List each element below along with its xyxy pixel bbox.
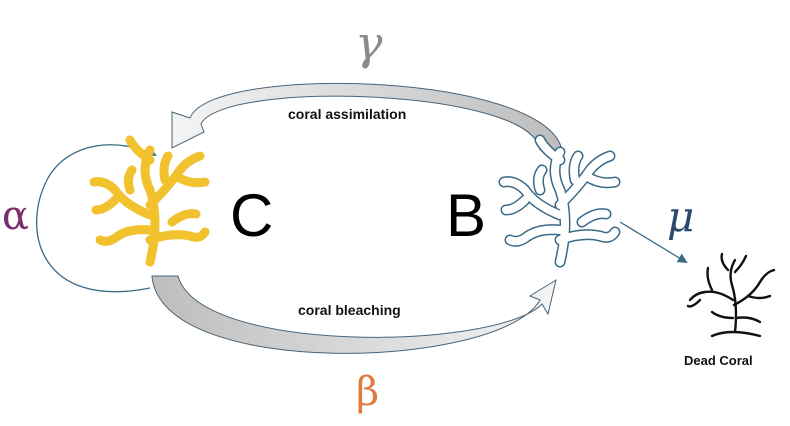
self-loop-arrow	[36, 144, 157, 293]
bleaching-arrow	[151, 275, 557, 354]
bleached-coral-icon	[498, 134, 621, 268]
assimilation-label: coral assimilation	[288, 106, 407, 122]
dead-coral-label: Dead Coral	[684, 353, 753, 368]
bleached-node-label: B	[446, 182, 487, 249]
gamma-rate-label: γ	[355, 16, 383, 70]
coral-node-label: C	[230, 182, 274, 249]
mu-rate-label: μ	[667, 192, 695, 241]
beta-rate-label: β	[356, 369, 380, 415]
dead-coral-icon	[686, 252, 776, 338]
mortality-arrow	[619, 221, 688, 264]
healthy-coral-icon	[89, 135, 210, 267]
bleaching-label: coral bleaching	[298, 302, 401, 318]
assimilation-arrow	[171, 82, 563, 151]
alpha-rate-label: α	[2, 193, 30, 239]
